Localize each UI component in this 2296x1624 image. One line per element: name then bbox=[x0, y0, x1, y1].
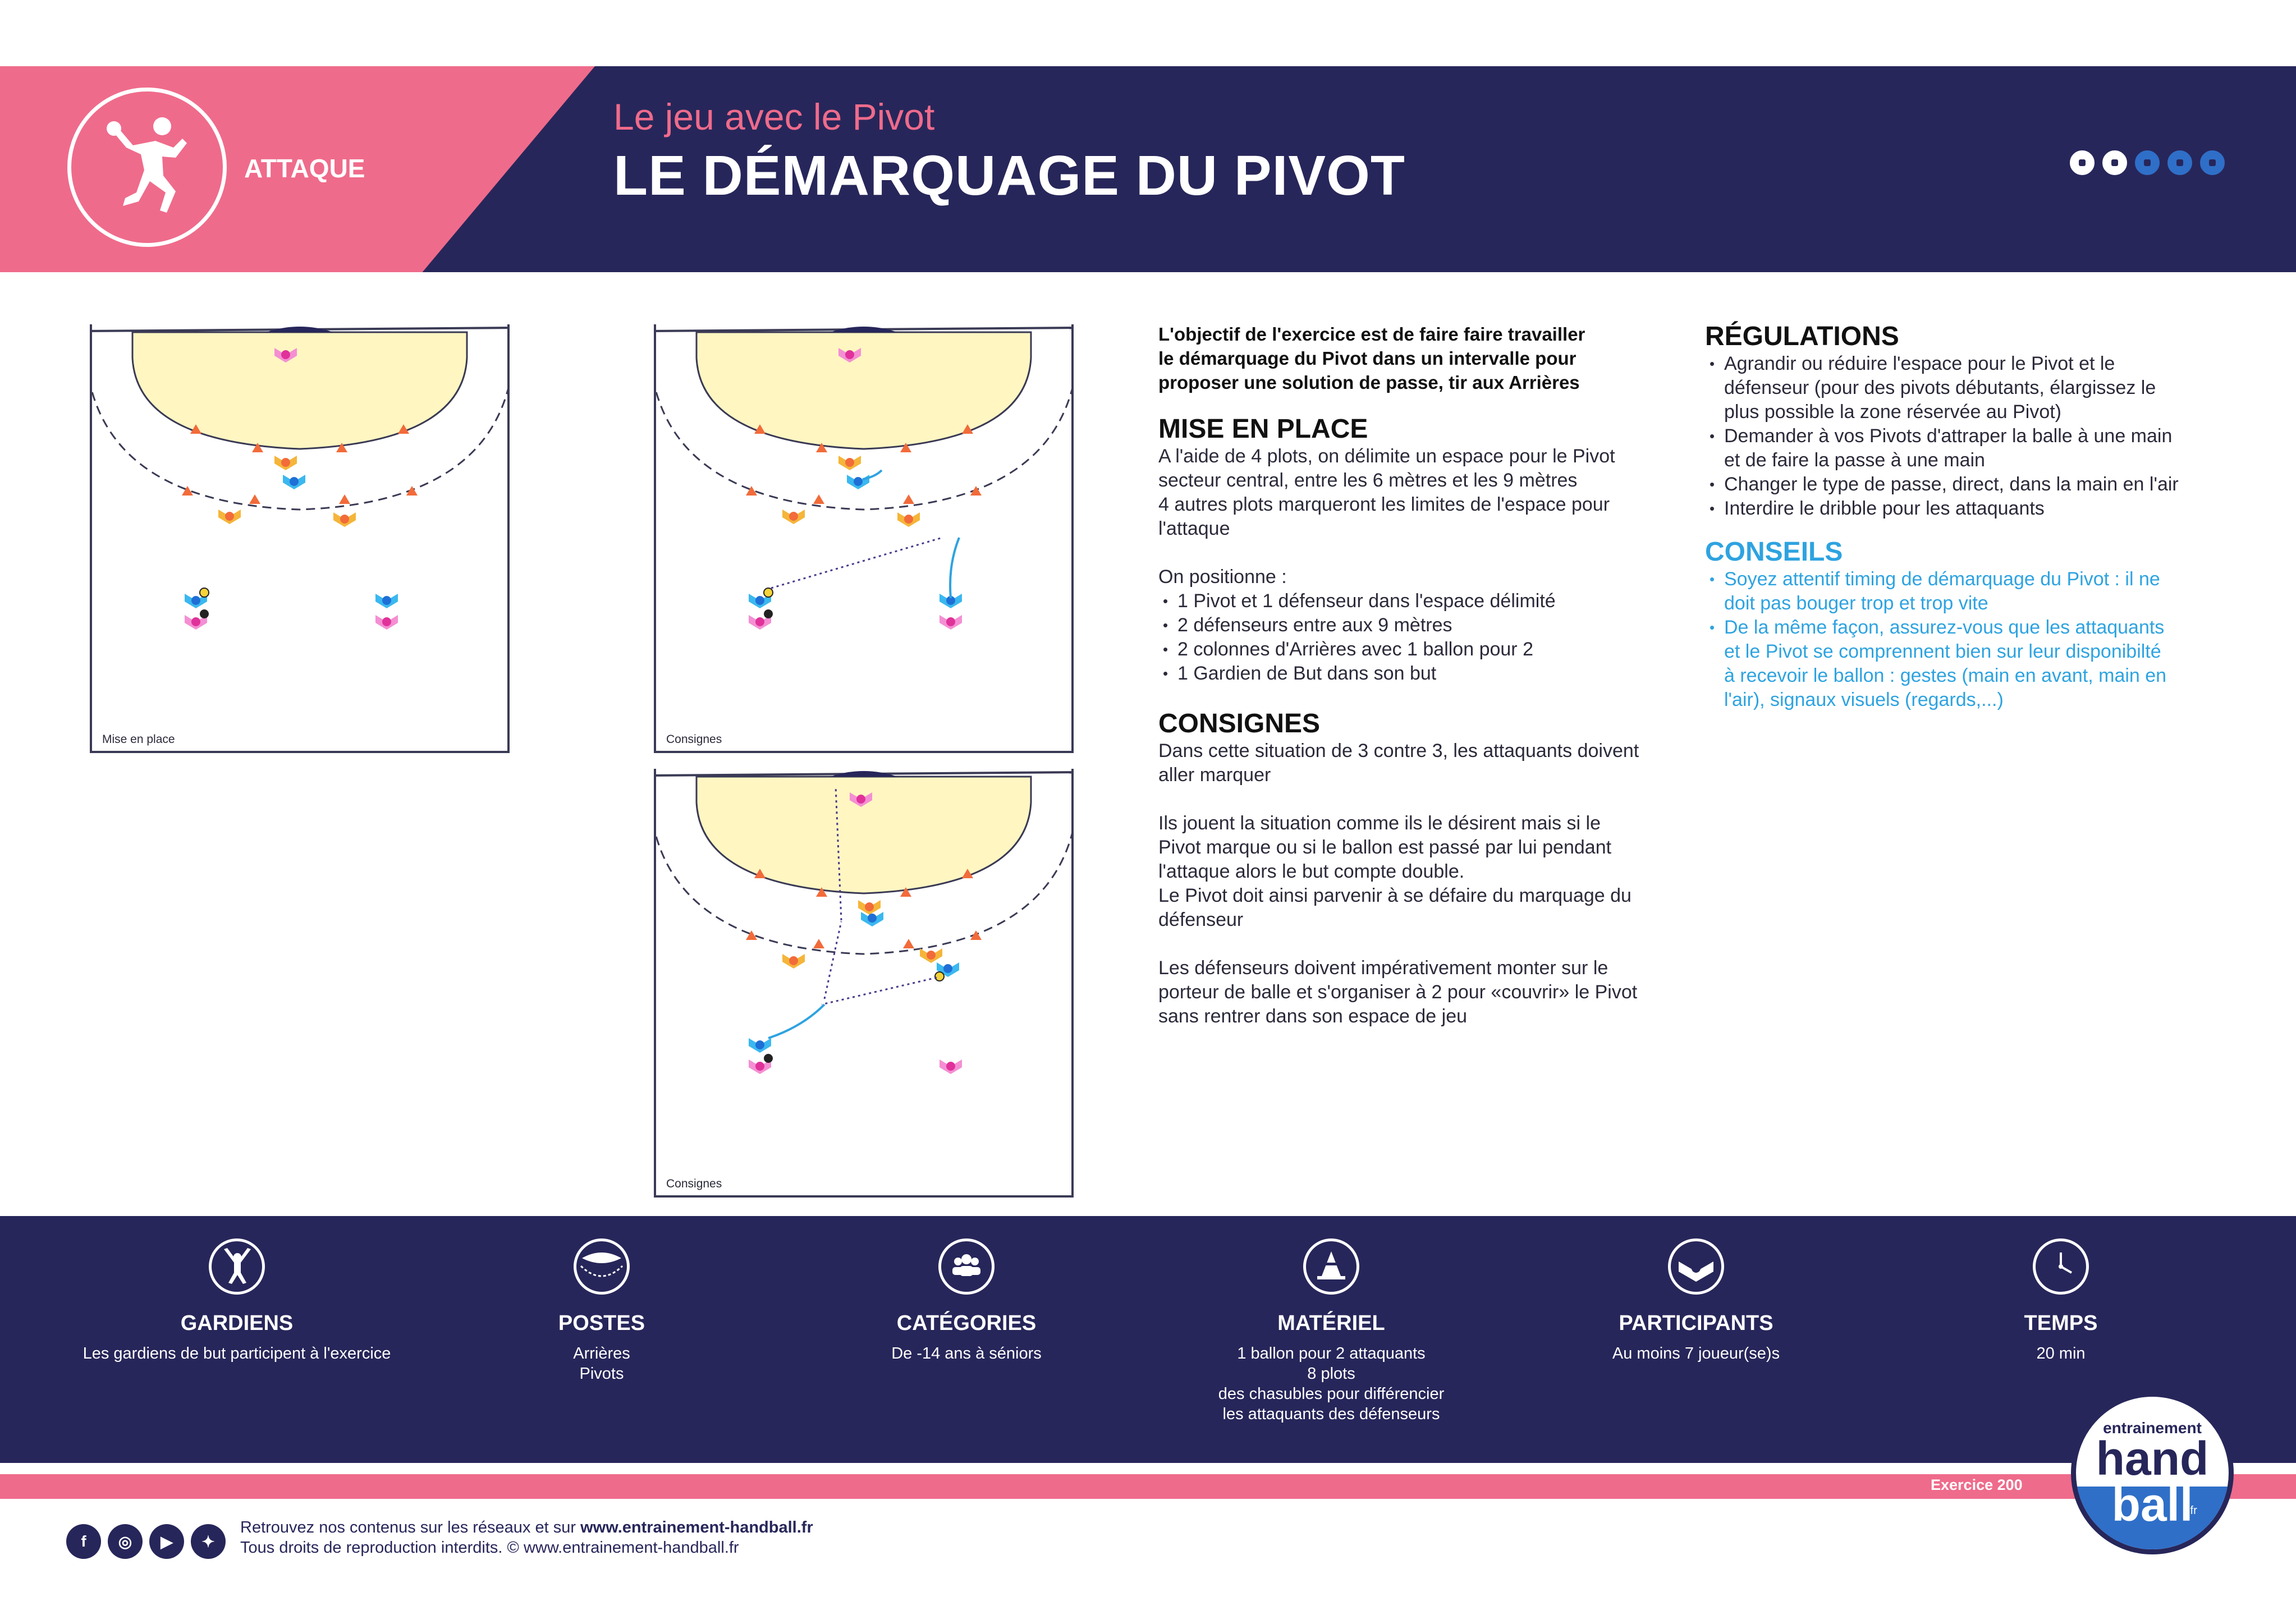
list-item: De la même façon, assurez-vous que les a… bbox=[1705, 616, 2255, 712]
list-item: 2 défenseurs entre aux 9 mètres bbox=[1158, 613, 1697, 637]
list-item: 1 Gardien de But dans son but bbox=[1158, 662, 1697, 686]
conseils-heading: CONSEILS bbox=[1705, 537, 1843, 567]
facebook-icon[interactable]: f bbox=[66, 1524, 101, 1559]
court-icon bbox=[574, 1238, 630, 1295]
list-item: 2 colonnes d'Arrières avec 1 ballon pour… bbox=[1158, 637, 1697, 662]
footer-line-1: Retrouvez nos contenus sur les réseaux e… bbox=[240, 1519, 813, 1536]
court-drawing bbox=[92, 327, 507, 630]
handball-player-icon bbox=[67, 88, 227, 247]
youtube-icon[interactable]: ▶ bbox=[149, 1524, 184, 1559]
list-item: 1 Pivot et 1 défenseur dans l'espace dél… bbox=[1158, 589, 1697, 613]
instagram-icon[interactable]: ◎ bbox=[108, 1524, 143, 1559]
list-item: Interdire le dribble pour les attaquants bbox=[1705, 497, 2255, 521]
consignes-text: Dans cette situation de 3 contre 3, les … bbox=[1158, 740, 1639, 1027]
intro-text: L'objectif de l'exercice est de faire fa… bbox=[1158, 324, 1585, 393]
feature-temps: TEMPS 20 min bbox=[1892, 1238, 2229, 1364]
website-link[interactable]: www.entrainement-handball.fr bbox=[580, 1519, 813, 1536]
header-banner: ATTAQUE Le jeu avec le Pivot LE DÉMARQUA… bbox=[0, 66, 2296, 272]
mise-en-place-heading: MISE EN PLACE bbox=[1158, 414, 1368, 444]
list-item: Agrandir ou réduire l'espace pour le Piv… bbox=[1705, 352, 2255, 424]
goalkeeper-icon bbox=[209, 1238, 265, 1295]
page-subtitle: Le jeu avec le Pivot bbox=[613, 96, 935, 137]
court-drawing bbox=[656, 327, 1071, 630]
diagram-mise-en-place: Mise en place bbox=[90, 324, 510, 753]
diagram-label: Mise en place bbox=[102, 733, 175, 746]
cone-icon bbox=[1303, 1238, 1359, 1295]
feature-participants: PARTICIPANTS Au moins 7 joueur(se)s bbox=[1528, 1238, 1864, 1364]
diagram-consignes-2: Consignes bbox=[654, 769, 1074, 1198]
footer-copyright: Tous droits de reproduction interdits. ©… bbox=[240, 1539, 739, 1557]
list-item: Soyez attentif timing de démarquage du P… bbox=[1705, 567, 2255, 616]
list-item: Changer le type de passe, direct, dans l… bbox=[1705, 472, 2255, 497]
court-drawing bbox=[656, 771, 1071, 1074]
clock-icon bbox=[2033, 1238, 2089, 1295]
diagram-label: Consignes bbox=[666, 733, 722, 746]
difficulty-ball-icon bbox=[2135, 150, 2160, 175]
difficulty-ball-icon bbox=[2200, 150, 2225, 175]
diagram-consignes-1: Consignes bbox=[654, 324, 1074, 753]
players-icon bbox=[1668, 1238, 1724, 1295]
consignes-heading: CONSIGNES bbox=[1158, 709, 1321, 738]
list-item: Demander à vos Pivots d'attraper la ball… bbox=[1705, 424, 2255, 472]
social-links: f ◎ ▶ ✦ bbox=[66, 1524, 226, 1559]
group-icon bbox=[938, 1238, 995, 1295]
entrainement-handball-logo[interactable]: entrainement hand ball .fr bbox=[2071, 1392, 2234, 1554]
feature-categories: CATÉGORIES De -14 ans à séniors bbox=[798, 1238, 1135, 1364]
page-title: LE DÉMARQUAGE DU PIVOT bbox=[613, 144, 1405, 207]
difficulty-rating bbox=[2070, 150, 2225, 175]
features-band: GARDIENS Les gardiens de but participent… bbox=[0, 1216, 2296, 1463]
diagram-label: Consignes bbox=[666, 1177, 722, 1190]
positioning-list: 1 Pivot et 1 défenseur dans l'espace dél… bbox=[1158, 589, 1697, 686]
conseils-list: Soyez attentif timing de démarquage du P… bbox=[1705, 567, 2255, 712]
category-label: ATTAQUE bbox=[244, 154, 365, 183]
regulations-list: Agrandir ou réduire l'espace pour le Piv… bbox=[1705, 352, 2255, 521]
difficulty-ball-icon bbox=[2167, 150, 2192, 175]
exercise-number: Exercice 200 bbox=[1931, 1476, 2023, 1493]
difficulty-ball-icon bbox=[2102, 150, 2127, 175]
mise-en-place-text: A l'aide de 4 plots, on délimite un espa… bbox=[1158, 444, 1697, 686]
feature-gardiens: GARDIENS Les gardiens de but participent… bbox=[68, 1238, 405, 1364]
footer-pink-line bbox=[0, 1474, 2296, 1499]
content-column-right: RÉGULATIONS Agrandir ou réduire l'espace… bbox=[1705, 321, 2255, 712]
content-column-left: L'objectif de l'exercice est de faire fa… bbox=[1158, 322, 1697, 1029]
regulations-heading: RÉGULATIONS bbox=[1705, 322, 1899, 351]
twitter-icon[interactable]: ✦ bbox=[191, 1524, 226, 1559]
difficulty-ball-icon bbox=[2070, 150, 2095, 175]
